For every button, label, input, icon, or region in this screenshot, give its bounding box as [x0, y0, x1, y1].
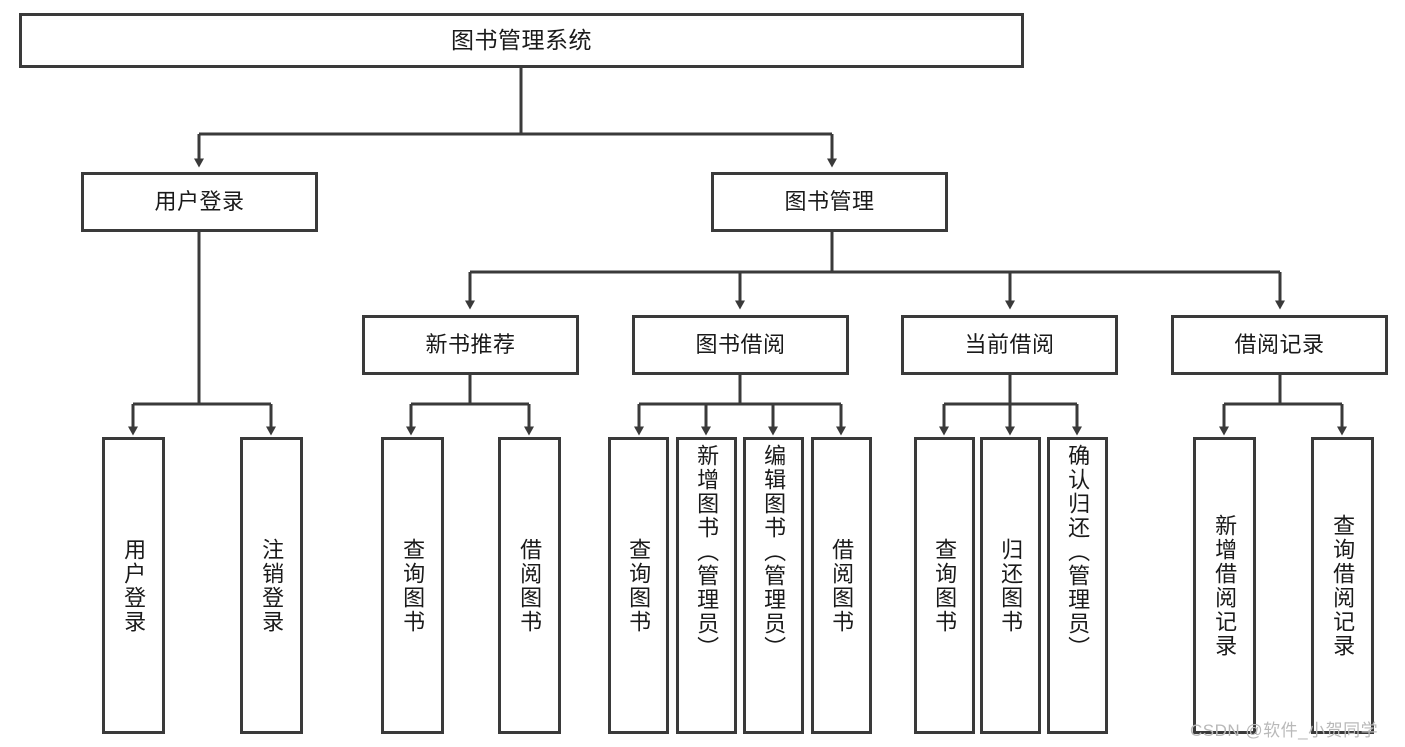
- leaf-logout[interactable]: 注销登录: [240, 437, 303, 734]
- leaf-edit-book[interactable]: 编辑图书（管理员）: [743, 437, 804, 734]
- leaf-add-book[interactable]: 新增图书（管理员）: [676, 437, 737, 734]
- node-label: 用户登录: [154, 188, 245, 214]
- leaf-query-book-3[interactable]: 查询图书: [914, 437, 975, 734]
- leaf-user-login[interactable]: 用户登录: [102, 437, 165, 734]
- node-new-book-recommend[interactable]: 新书推荐: [362, 315, 579, 375]
- node-label: 新增图书（管理员）: [694, 444, 720, 660]
- leaf-query-book-1[interactable]: 查询图书: [381, 437, 444, 734]
- leaf-query-book-2[interactable]: 查询图书: [608, 437, 669, 734]
- node-label: 查询图书: [400, 537, 426, 634]
- node-book-management[interactable]: 图书管理: [711, 172, 948, 232]
- csdn-watermark: CSDN @软件_小贺同学: [1190, 721, 1379, 740]
- leaf-query-record[interactable]: 查询借阅记录: [1311, 437, 1374, 734]
- node-label: 归还图书: [998, 537, 1024, 634]
- leaf-borrow-book-1[interactable]: 借阅图书: [498, 437, 561, 734]
- leaf-confirm-return[interactable]: 确认归还（管理员）: [1047, 437, 1108, 734]
- node-current-borrow[interactable]: 当前借阅: [901, 315, 1118, 375]
- node-label: 当前借阅: [964, 331, 1055, 357]
- node-label: 图书管理: [784, 188, 875, 214]
- node-label: 借阅记录: [1234, 331, 1325, 357]
- node-label: 查询借阅记录: [1330, 513, 1356, 658]
- node-label: 借阅图书: [517, 537, 543, 634]
- node-label: 确认归还（管理员）: [1065, 444, 1091, 660]
- node-label: 查询图书: [626, 537, 652, 634]
- leaf-borrow-book-2[interactable]: 借阅图书: [811, 437, 872, 734]
- node-label: 借阅图书: [829, 537, 855, 634]
- node-label: 新增借阅记录: [1212, 513, 1238, 658]
- node-label: 图书借阅: [695, 331, 786, 357]
- leaf-return-book[interactable]: 归还图书: [980, 437, 1041, 734]
- node-borrow-record[interactable]: 借阅记录: [1171, 315, 1388, 375]
- node-label: 图书管理系统: [451, 26, 592, 53]
- node-label: 用户登录: [121, 537, 147, 634]
- leaf-add-record[interactable]: 新增借阅记录: [1193, 437, 1256, 734]
- node-label: 查询图书: [932, 537, 958, 634]
- node-label: 编辑图书（管理员）: [761, 444, 787, 660]
- node-root-system[interactable]: 图书管理系统: [19, 13, 1024, 68]
- node-user-login[interactable]: 用户登录: [81, 172, 318, 232]
- node-label: 新书推荐: [425, 331, 516, 357]
- node-book-borrow[interactable]: 图书借阅: [632, 315, 849, 375]
- node-label: 注销登录: [259, 537, 285, 634]
